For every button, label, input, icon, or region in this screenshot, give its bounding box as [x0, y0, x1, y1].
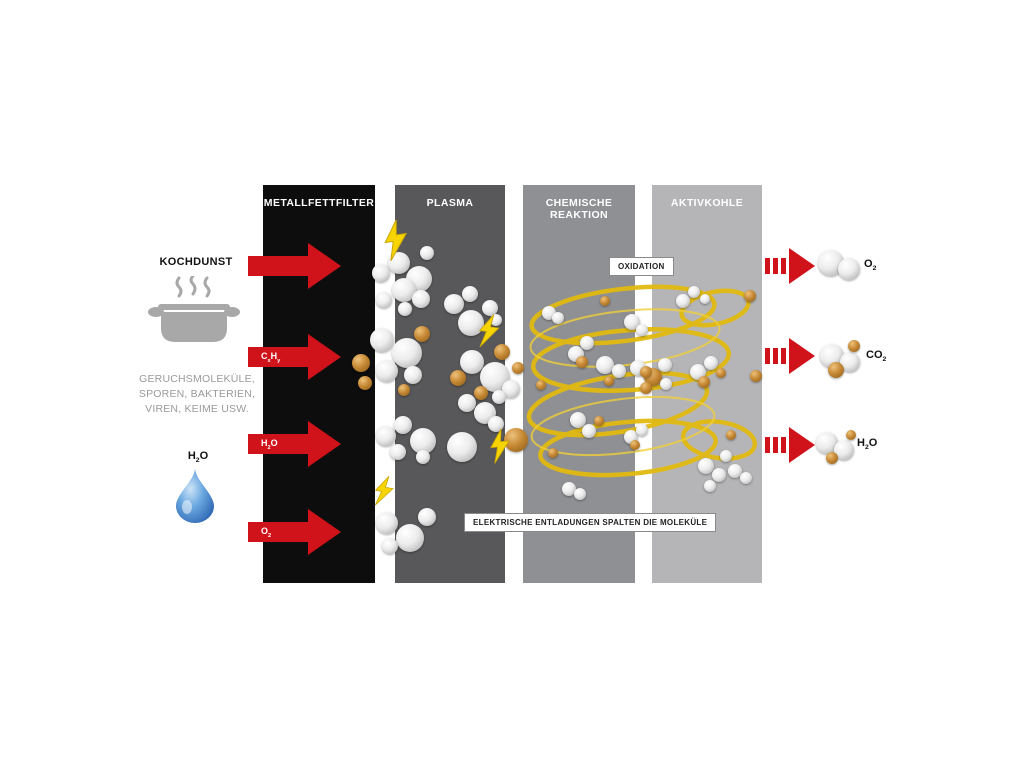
output-label-o2: O2: [864, 258, 877, 273]
arrow-body: [248, 256, 308, 276]
atom-sphere: [846, 430, 856, 440]
lightning-bolt-icon: [384, 219, 408, 262]
lightning-bolt-icon: [490, 428, 510, 464]
arrow-body: O2: [248, 522, 308, 542]
output-arrow-co2: [765, 338, 815, 374]
arrow-head: [789, 427, 815, 463]
water-drop-icon: [176, 468, 214, 523]
input-arrow-label: CxHy: [261, 350, 281, 364]
atom-sphere: [818, 250, 844, 276]
lightning-bolt-icon: [374, 475, 394, 506]
arrow-dash: [773, 258, 778, 274]
kochdunst-label: KOCHDUNST: [159, 256, 233, 268]
arrow-head: [308, 243, 341, 289]
source-description-line: GERUCHSMOLEKÜLE,: [139, 373, 255, 385]
source-description: GERUCHSMOLEKÜLE, SPOREN, BAKTERIEN, VIRE…: [122, 372, 272, 417]
arrow-dash: [765, 348, 770, 364]
output-arrow-h2o: [765, 427, 815, 463]
stage-label-line: AKTIVKOHLE: [670, 197, 744, 209]
arrow-head: [789, 248, 815, 284]
vortex-swirl-icon: [526, 284, 757, 478]
atom-sphere: [834, 440, 854, 460]
arrow-body: H2O: [248, 434, 308, 454]
atom-sphere: [376, 292, 392, 308]
stage-label-line: CHEMISCHE: [545, 197, 613, 209]
arrow-dash: [781, 258, 786, 274]
stage-label-line: REAKTION: [549, 209, 609, 221]
atom-sphere: [828, 362, 844, 378]
arrow-dash: [773, 348, 778, 364]
atom-sphere: [840, 352, 860, 372]
arrow-dash: [781, 437, 786, 453]
cooking-pot-icon: [148, 276, 240, 342]
input-arrow-o2: O2: [248, 509, 341, 555]
arrow-dash: [773, 437, 778, 453]
atom-sphere: [848, 340, 860, 352]
stage-label-plasma: PLASMA: [395, 197, 505, 209]
discharge-note: ELEKTRISCHE ENTLADUNGEN SPALTEN DIE MOLE…: [464, 513, 717, 532]
arrow-head: [308, 334, 341, 380]
arrow-dash: [781, 348, 786, 364]
stage-label-aktivkohle: AKTIVKOHLE: [652, 197, 762, 209]
arrow-dash: [765, 437, 770, 453]
stage-label-chemische-reaktion: CHEMISCHE REAKTION: [523, 197, 635, 221]
arrow-head: [789, 338, 815, 374]
atom-sphere: [376, 426, 396, 446]
stage-label-line: PLASMA: [426, 197, 474, 209]
output-label-h2o: H2O: [857, 437, 878, 452]
source-description-line: SPOREN, BAKTERIEN,: [138, 388, 256, 400]
atom-sphere: [816, 432, 838, 454]
lightning-bolt-icon: [478, 314, 500, 348]
input-arrow-label: O2: [261, 525, 272, 539]
output-label-co2: CO2: [866, 349, 887, 364]
oxidation-note: OXIDATION: [609, 257, 674, 276]
input-arrow-cxhy: CxHy: [248, 334, 341, 380]
stage-label-line: METALLFETTFILTER: [263, 197, 375, 209]
input-arrow-h2o: H2O: [248, 421, 341, 467]
arrow-body: CxHy: [248, 347, 308, 367]
arrow-dash: [765, 258, 770, 274]
arrow-head: [308, 509, 341, 555]
output-arrow-o2: [765, 248, 815, 284]
source-description-line: VIREN, KEIME USW.: [145, 403, 249, 415]
atom-sphere: [820, 344, 844, 368]
input-arrow-label: H2O: [261, 437, 278, 451]
atom-sphere: [826, 452, 838, 464]
water-label: H2O: [187, 450, 209, 465]
atom-sphere: [838, 258, 860, 280]
stage-label-metallfettfilter: METALLFETTFILTER: [263, 197, 375, 209]
arrow-head: [308, 421, 341, 467]
input-arrow-kochdunst: [248, 243, 341, 289]
